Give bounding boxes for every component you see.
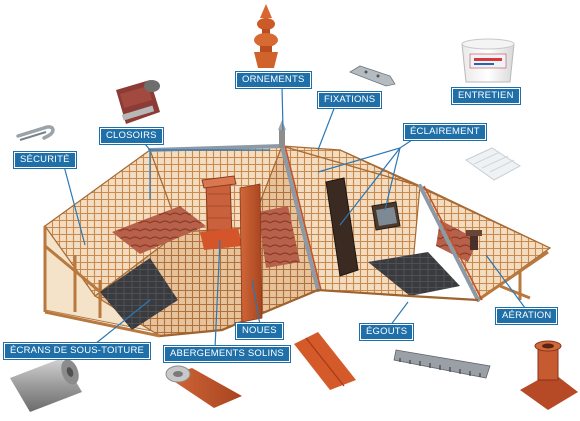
skylight-window — [371, 201, 401, 231]
callout-lines — [63, 85, 529, 349]
tiles-patch-left — [112, 206, 206, 254]
label-eclairement: ÉCLAIREMENT — [404, 124, 486, 140]
dark-chimney — [325, 177, 359, 277]
label-egouts: ÉGOUTS — [360, 324, 414, 340]
label-ornements: ORNEMENTS — [236, 72, 311, 88]
hip-ridge-red-strips — [284, 145, 483, 301]
egouts-comb-icon — [393, 349, 491, 379]
slate-area-left — [100, 258, 178, 330]
label-abergements: ABERGEMENTS SOLINS — [164, 346, 290, 362]
aeration-vent-icon — [520, 340, 578, 410]
securite-hook-icon — [16, 125, 55, 141]
noues-valley-icon — [294, 332, 356, 390]
label-aeration: AÉRATION — [496, 308, 558, 324]
ecrans-membrane-roll-icon — [10, 358, 82, 412]
timber-truss-right — [477, 250, 549, 302]
roof-structure — [43, 120, 552, 338]
label-fixations: FIXATIONS — [318, 92, 382, 108]
label-entretien: ENTRETIEN — [452, 88, 520, 104]
valley-strip — [239, 183, 263, 323]
timber-truss-left — [43, 226, 161, 338]
label-noues: NOUES — [236, 323, 283, 339]
fixations-hook-icon — [349, 65, 396, 87]
ornement-finial-icon — [254, 4, 278, 68]
eaves-beam — [159, 288, 479, 338]
abergements-roll-icon — [165, 365, 242, 408]
label-securite: SÉCURITÉ — [14, 152, 76, 168]
entretien-bucket-icon — [461, 38, 515, 83]
eclairement-tiles-icon — [465, 147, 521, 181]
hip-ridges — [148, 144, 480, 302]
slate-area-right — [368, 252, 460, 296]
chimney-flashing — [200, 228, 242, 250]
ridge-vent — [466, 230, 482, 250]
closoirs-roll-icon — [116, 80, 160, 124]
chimney — [201, 175, 237, 241]
label-closoirs: CLOSOIRS — [100, 128, 163, 144]
apex-finial — [278, 120, 286, 148]
tiles-patch-center — [258, 206, 300, 268]
label-ecrans: ÉCRANS DE SOUS-TOITURE — [4, 343, 151, 359]
